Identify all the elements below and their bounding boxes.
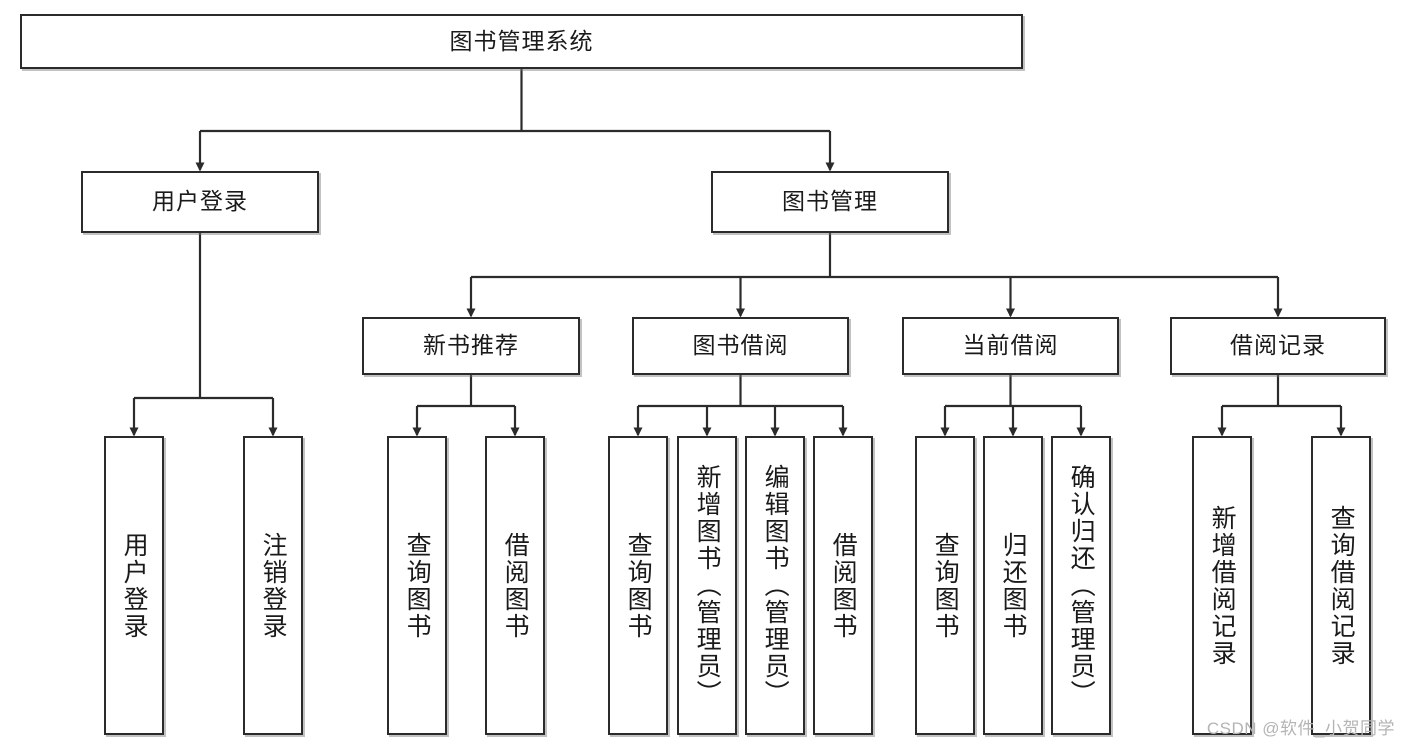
leaf-borrow-borrow-book[interactable]: 借阅图书 — [813, 436, 873, 735]
node-label: 图书管理系统 — [449, 27, 594, 54]
node-new-book-recommendation[interactable]: 新书推荐 — [362, 317, 580, 375]
node-label: 新增图书（管理员） — [693, 464, 722, 707]
node-label: 新书推荐 — [423, 332, 519, 359]
leaf-recommend-query-book[interactable]: 查询图书 — [387, 436, 447, 735]
node-label: 确认归还（管理员） — [1067, 464, 1096, 707]
node-label: 借阅记录 — [1230, 332, 1326, 359]
node-label: 查询图书 — [931, 531, 960, 640]
node-label: 当前借阅 — [962, 332, 1059, 359]
node-label: 图书借阅 — [692, 332, 789, 359]
node-label: 归还图书 — [999, 531, 1028, 640]
node-label: 注销登录 — [259, 531, 288, 640]
node-book-management[interactable]: 图书管理 — [711, 171, 949, 233]
node-label: 用户登录 — [152, 188, 248, 215]
leaf-borrow-query-book[interactable]: 查询图书 — [608, 436, 668, 735]
leaf-current-confirm-return-admin[interactable]: 确认归还（管理员） — [1051, 436, 1111, 735]
node-root-book-management-system[interactable]: 图书管理系统 — [20, 14, 1023, 69]
node-label: 查询图书 — [624, 531, 653, 640]
csdn-watermark: CSDN @软件_小贺同学 — [1206, 719, 1395, 738]
node-label: 用户登录 — [120, 531, 149, 640]
node-user-login[interactable]: 用户登录 — [81, 171, 319, 233]
leaf-record-query-record[interactable]: 查询借阅记录 — [1311, 436, 1371, 735]
leaf-borrow-edit-book-admin[interactable]: 编辑图书（管理员） — [745, 436, 805, 735]
leaf-current-query-book[interactable]: 查询图书 — [915, 436, 975, 735]
node-label: 编辑图书（管理员） — [761, 464, 790, 707]
node-label: 借阅图书 — [829, 531, 858, 640]
node-label: 查询借阅记录 — [1327, 504, 1356, 667]
node-label: 新增借阅记录 — [1208, 504, 1237, 667]
leaf-current-return-book[interactable]: 归还图书 — [983, 436, 1043, 735]
leaf-borrow-add-book-admin[interactable]: 新增图书（管理员） — [677, 436, 737, 735]
node-borrowing-record[interactable]: 借阅记录 — [1170, 317, 1386, 375]
leaf-recommend-borrow-book[interactable]: 借阅图书 — [485, 436, 545, 735]
leaf-record-add-record[interactable]: 新增借阅记录 — [1192, 436, 1252, 735]
leaf-user-login[interactable]: 用户登录 — [104, 436, 164, 735]
node-label: 查询图书 — [403, 531, 432, 640]
node-book-borrowing[interactable]: 图书借阅 — [632, 317, 849, 375]
leaf-user-logout[interactable]: 注销登录 — [243, 436, 303, 735]
node-label: 借阅图书 — [501, 531, 530, 640]
node-label: 图书管理 — [782, 188, 878, 215]
node-current-borrowing[interactable]: 当前借阅 — [902, 317, 1119, 375]
